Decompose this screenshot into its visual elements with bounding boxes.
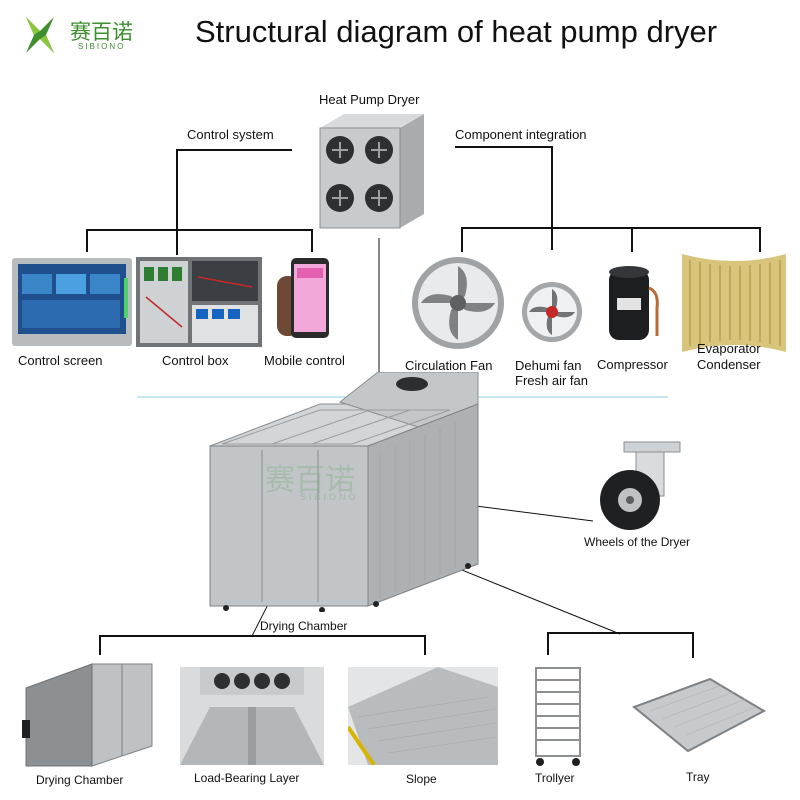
control-branch-line [176, 149, 292, 255]
trolley-image [535, 667, 581, 766]
slope-label: Slope [406, 772, 437, 786]
wheel-pointer-line [467, 504, 594, 522]
chamber-bus-line [99, 635, 426, 655]
tray-image [632, 677, 767, 753]
sibiono-logo-mark [26, 17, 54, 53]
compressor-label: Compressor [597, 357, 668, 372]
tray-label: Tray [686, 770, 710, 784]
drying-chamber-image [22, 663, 153, 767]
mobile-control-label: Mobile control [264, 353, 345, 368]
control-system-label: Control system [187, 127, 274, 142]
fresh-air-fan-label: Fresh air fan [515, 373, 588, 388]
logo-chinese-text: 赛百诺 [70, 20, 133, 44]
trolley-label: Trollyer [535, 771, 575, 785]
control-box-label: Control box [162, 353, 229, 368]
evaporator-condenser-image [682, 254, 786, 352]
circulation-fan-image [412, 257, 504, 349]
wheel-image [600, 441, 681, 530]
control-bus-line [86, 229, 313, 252]
evaporator-label: Evaporator [697, 341, 761, 356]
slope-image [348, 667, 498, 765]
mobile-control-image [277, 258, 329, 338]
condenser-label: Condenser [697, 357, 761, 372]
sibiono-watermark-en: SIBIONO [300, 492, 359, 502]
load-bearing-layer-label: Load-Bearing Layer [194, 771, 300, 785]
control-box-image [136, 257, 262, 347]
bottom-drying-chamber-label: Drying Chamber [36, 773, 124, 787]
control-screen-image [12, 258, 132, 346]
component-branch-line [455, 146, 553, 250]
dehumi-fan-image [522, 282, 582, 342]
control-screen-label: Control screen [18, 353, 103, 368]
compressor-image [609, 266, 659, 340]
heat-pump-dryer-label: Heat Pump Dryer [319, 92, 420, 107]
page-title: Structural diagram of heat pump dryer [195, 14, 718, 49]
drying-chamber-node-label: Drying Chamber [260, 619, 348, 633]
accessory-bus-line [547, 632, 694, 658]
logo-english-text: SIBIONO [78, 42, 126, 51]
component-bus-line [461, 227, 761, 252]
heat-pump-unit-image [319, 114, 424, 229]
wheels-label: Wheels of the Dryer [584, 535, 691, 549]
circulation-fan-label: Circulation Fan [405, 358, 493, 373]
dryer-chamber-main-image [209, 372, 479, 612]
load-bearing-layer-image [180, 667, 324, 765]
component-integration-label: Component integration [455, 127, 587, 142]
dehumi-fan-label: Dehumi fan [515, 358, 582, 373]
sibiono-watermark: 赛百诺 [265, 463, 355, 498]
